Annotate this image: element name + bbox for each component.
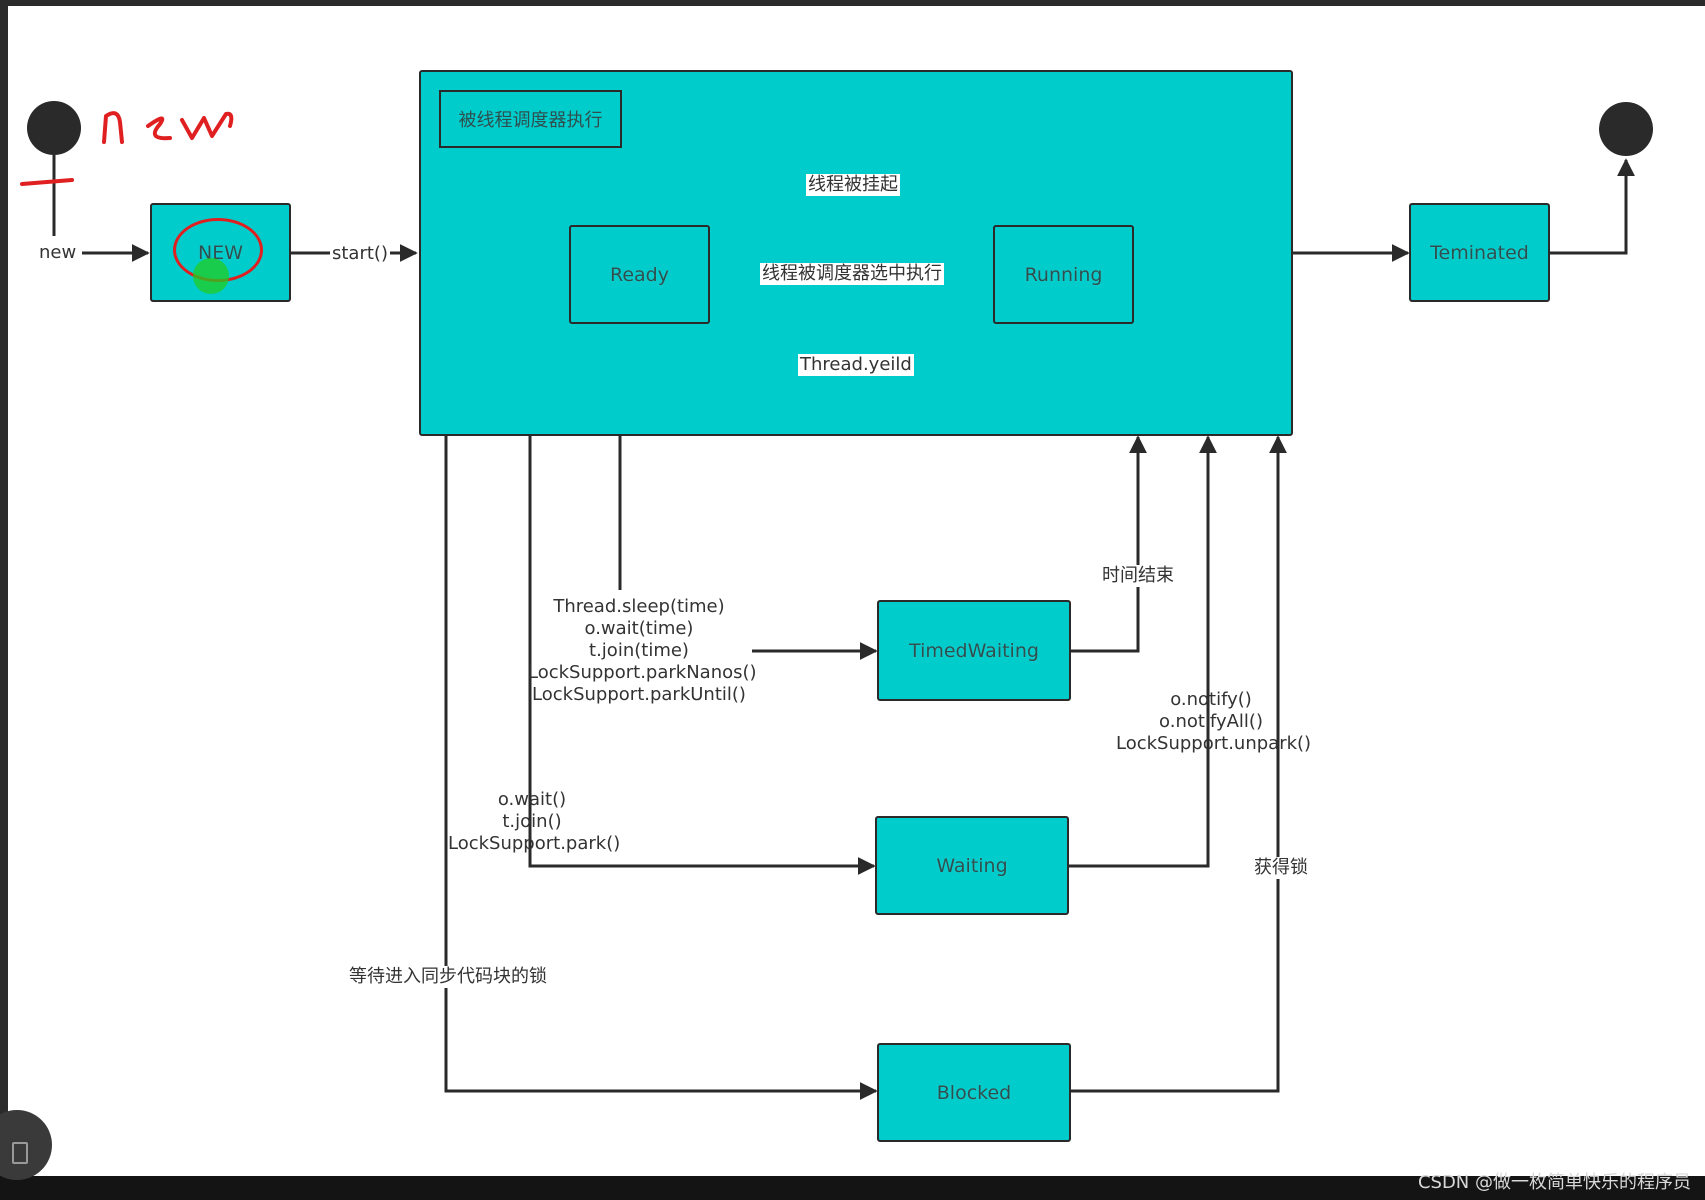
- label-timed-calls: Thread.sleep(time) o.wait(time) t.join(t…: [528, 596, 757, 706]
- label-wait-calls: o.wait() t.join() LockSupport.park(): [448, 789, 621, 855]
- edge-blocked: [444, 432, 878, 1100]
- label-acquire-lock: 获得锁: [1252, 857, 1310, 879]
- label-new-transition: new: [37, 242, 79, 264]
- state-running[interactable]: Running: [993, 225, 1134, 324]
- wait-call: o.wait(): [497, 789, 567, 810]
- notify-call: o.notify(): [1170, 689, 1252, 710]
- cursor-highlight: [193, 258, 229, 294]
- state-blocked[interactable]: Blocked: [877, 1043, 1071, 1142]
- window-top-strip: [0, 0, 1705, 6]
- state-ready[interactable]: Ready: [569, 225, 710, 324]
- viewer-control-icon: [12, 1142, 28, 1164]
- timed-call: LockSupport.parkUntil(): [532, 684, 746, 705]
- label-selected: 线程被调度器选中执行: [760, 263, 944, 285]
- initial-state-node: [27, 101, 81, 155]
- state-terminated[interactable]: Teminated: [1409, 203, 1550, 302]
- edge-final: [1550, 158, 1635, 255]
- timed-call: Thread.sleep(time): [553, 596, 725, 617]
- label-blocked-enter: 等待进入同步代码块的锁: [347, 966, 549, 988]
- composite-title: 被线程调度器执行: [439, 90, 622, 148]
- timed-call: t.join(time): [589, 640, 689, 661]
- label-start: start(): [330, 243, 390, 265]
- label-time-end: 时间结束: [1100, 565, 1176, 587]
- timed-call: o.wait(time): [584, 618, 694, 639]
- handwritten-annotation: [20, 111, 234, 186]
- timed-call: LockSupport.parkNanos(): [528, 662, 757, 683]
- wait-call: t.join(): [502, 811, 562, 832]
- window-bottom-strip: [0, 1176, 1705, 1200]
- notify-call: o.notifyAll(): [1159, 711, 1263, 732]
- label-suspended: 线程被挂起: [806, 174, 900, 196]
- window-left-strip: [0, 0, 8, 1176]
- state-timed-waiting[interactable]: TimedWaiting: [877, 600, 1071, 701]
- edge-time-end: [1070, 435, 1147, 653]
- edge-notify: [1068, 435, 1217, 868]
- edge-waiting: [528, 432, 876, 875]
- edge-acquire-lock: [1070, 435, 1287, 1093]
- label-yield: Thread.yeild: [798, 354, 914, 376]
- watermark-text: CSDN @做一枚简单快乐的程序员: [1417, 1172, 1691, 1193]
- state-waiting[interactable]: Waiting: [875, 816, 1069, 915]
- final-state-node: [1599, 102, 1653, 156]
- wait-call: LockSupport.park(): [448, 833, 621, 854]
- notify-call: LockSupport.unpark(): [1116, 733, 1312, 754]
- label-notify-calls: o.notify() o.notifyAll() LockSupport.unp…: [1116, 689, 1312, 755]
